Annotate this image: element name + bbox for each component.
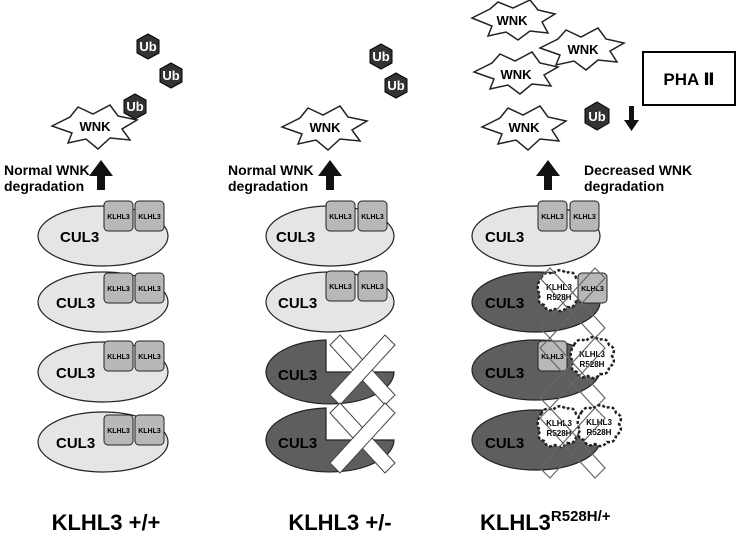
klhl3-label: KLHL3 (138, 214, 161, 221)
mutant-klhl3-cloud: KLHL3 R528H (536, 269, 583, 313)
column-mut: WNK WNK WNK PHA Ⅱ WNK Ub (470, 0, 736, 535)
inhibition-cross (539, 407, 606, 479)
wnk-label: WNK (567, 42, 599, 57)
genotype-main: KLHL3 (480, 510, 551, 535)
ub-label: Ub (139, 39, 156, 54)
klhl3-label: KLHL3 (138, 354, 161, 361)
cul3-complex-deleted: CUL3 (265, 402, 396, 474)
wnk-star: WNK (470, 0, 557, 41)
cul3-complex: CUL3 KLHL3 KLHL3 (37, 340, 169, 403)
ub-label: Ub (372, 49, 389, 64)
ub-hexagon: Ub (384, 72, 408, 99)
ub-label: Ub (387, 78, 404, 93)
cul3-complex-mutant: CUL3 KLHL3 R528H KLHL3 R528H (471, 404, 623, 479)
caption-line2: degradation (228, 178, 308, 194)
wnk-star: WNK (50, 104, 140, 150)
cul3-label: CUL3 (485, 435, 524, 452)
cul3-complex: CUL3 KLHL3 KLHL3 (37, 411, 169, 473)
klhl3-mutant-label: KLHL3 (579, 350, 605, 359)
wnk-label: WNK (309, 120, 341, 135)
klhl3-mutant-sublabel: R528H (547, 293, 572, 302)
ub-label: Ub (162, 68, 179, 83)
klhl3-label: KLHL3 (361, 284, 384, 291)
ub-label: Ub (588, 109, 605, 124)
wnk-star: WNK (280, 105, 370, 151)
genotype-label: KLHL3 +/+ (52, 510, 161, 535)
cul3-label: CUL3 (56, 365, 95, 382)
genotype-label: KLHL3R528H/+ (480, 508, 611, 535)
cul3-label: CUL3 (56, 295, 95, 312)
ub-hexagon: Ub (159, 62, 183, 89)
klhl3-label: KLHL3 (573, 214, 596, 221)
klhl3-mutant-sublabel: R528H (547, 429, 572, 438)
ub-hexagon: Ub (584, 101, 610, 131)
cul3-label: CUL3 (278, 367, 317, 384)
caption-line1: Normal WNK (228, 162, 314, 178)
cul3-label: CUL3 (485, 229, 524, 246)
klhl3-label: KLHL3 (581, 286, 604, 293)
genotype-superscript: R528H/+ (551, 508, 611, 525)
klhl3-label: KLHL3 (138, 428, 161, 435)
caption-line1: Decreased WNK (584, 162, 692, 178)
cul3-label: CUL3 (278, 435, 317, 452)
ub-label: Ub (126, 99, 143, 114)
wnk-star: WNK (480, 105, 568, 151)
klhl3-mutant-label: KLHL3 (586, 418, 612, 427)
ub-hexagon: Ub (369, 43, 393, 70)
column-wt: Ub Ub Ub WNK Normal WNK degradation CUL3… (4, 33, 183, 535)
deletion-cross (329, 402, 396, 474)
cul3-label: CUL3 (278, 295, 317, 312)
cul3-complex: CUL3 KLHL3 KLHL3 (37, 271, 169, 333)
wnk-label: WNK (508, 120, 540, 135)
cul3-label: CUL3 (485, 295, 524, 312)
wnk-star: WNK (538, 27, 627, 71)
klhl3-label: KLHL3 (329, 214, 352, 221)
caption-line2: degradation (4, 178, 84, 194)
klhl3-label: KLHL3 (361, 214, 384, 221)
up-arrow (89, 160, 113, 190)
wnk-label: WNK (500, 67, 532, 82)
cul3-label: CUL3 (485, 365, 524, 382)
ub-hexagon: Ub (123, 93, 147, 120)
ub-hexagon: Ub (136, 33, 160, 60)
klhl3-label: KLHL3 (329, 284, 352, 291)
wnk-label: WNK (79, 119, 111, 134)
mutant-klhl3-cloud: KLHL3 R528H (536, 405, 583, 449)
klhl3-mutant-label: KLHL3 (546, 283, 572, 292)
klhl3-label: KLHL3 (107, 214, 130, 221)
klhl3-label: KLHL3 (138, 286, 161, 293)
cul3-label: CUL3 (56, 435, 95, 452)
klhl3-mutant-sublabel: R528H (580, 360, 605, 369)
mutant-klhl3-cloud: KLHL3 R528H (569, 336, 616, 380)
cul3-complex: CUL3 KLHL3 KLHL3 (265, 200, 395, 267)
pha-label: PHA Ⅱ (663, 70, 714, 89)
klhl3-label: KLHL3 (541, 354, 564, 361)
cul3-complex: CUL3 KLHL3 KLHL3 (265, 270, 395, 333)
wnk-star: WNK (472, 51, 561, 95)
down-arrow (624, 106, 639, 131)
pha-box: PHA Ⅱ (642, 51, 736, 106)
up-arrow (536, 160, 560, 190)
wnk-label: WNK (496, 13, 528, 28)
genotype-label: KLHL3 +/- (288, 510, 391, 535)
caption-line1: Normal WNK (4, 162, 90, 178)
klhl3-label: KLHL3 (107, 428, 130, 435)
cul3-complex: CUL3 KLHL3 KLHL3 (471, 200, 601, 267)
column-het: Ub Ub WNK Normal WNK degradation CUL3 KL… (228, 43, 408, 535)
cul3-complex: CUL3 KLHL3 KLHL3 (37, 200, 169, 267)
klhl3-mutant-label: KLHL3 (546, 419, 572, 428)
cul3-complex-deleted: CUL3 (265, 334, 396, 406)
klhl3-mutant-sublabel: R528H (587, 428, 612, 437)
klhl3-label: KLHL3 (107, 286, 130, 293)
cul3-complex-mutant: CUL3 KLHL3 KLHL3 R528H (471, 336, 616, 409)
up-arrow (318, 160, 342, 190)
cul3-label: CUL3 (276, 229, 315, 246)
klhl3-label: KLHL3 (107, 354, 130, 361)
caption-line2: degradation (584, 178, 664, 194)
klhl3-label: KLHL3 (541, 214, 564, 221)
cul3-label: CUL3 (60, 229, 99, 246)
cul3-complex-mutant: CUL3 KLHL3 R528H KLHL3 (471, 267, 608, 339)
